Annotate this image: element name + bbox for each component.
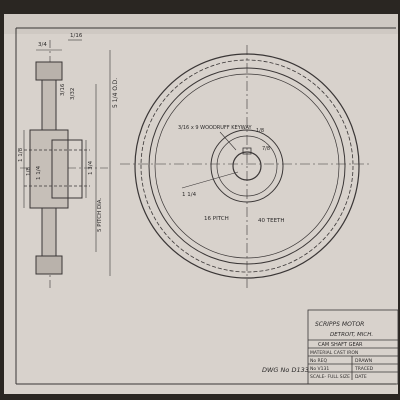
title-block [307, 309, 399, 385]
key-dim-label: 1/8 [256, 128, 264, 134]
keyway-note: 3/16 x 9 WOODRUFF KEYWAY [178, 125, 252, 131]
dim-web-label: 3/16 [60, 83, 66, 96]
root-circle [148, 67, 346, 265]
bore-circle [232, 151, 262, 181]
front-view [120, 45, 370, 288]
web-circle [154, 73, 340, 259]
dim-od-label: 5 1/4 O.D. [112, 78, 119, 108]
teeth-note: 40 TEETH [258, 218, 285, 224]
company-name: SCRIPPS MOTOR [315, 321, 364, 328]
dim-hub-left-label: 1/8 [26, 167, 32, 176]
pitch-note: 16 PITCH [204, 216, 229, 222]
web-bottom [41, 207, 57, 257]
dim-hub2-label: 1 1/4 [36, 165, 42, 180]
company-city: DETROIT, MICH. [330, 332, 373, 338]
date: DATE [355, 374, 367, 380]
traced-by: TRACED [354, 366, 374, 372]
dim-rim-label: 3/32 [70, 88, 76, 100]
section-view [20, 39, 111, 290]
dim-pitch-dia-label: 5 PITCH DIA. [97, 198, 103, 232]
number-required: No REQ [310, 358, 328, 364]
bore-dim-label: 7/8 [262, 146, 270, 152]
drawn-by: DRAWN [355, 358, 372, 364]
paper [4, 14, 398, 394]
radius-dim-label: 1 1/4 [182, 192, 197, 198]
outer-diameter-circle [134, 53, 360, 279]
dim-top-right-label: 1/16 [70, 33, 83, 39]
hub-outer-circle [210, 129, 284, 203]
keyway-leader [219, 131, 237, 151]
dim-top-width-label: 3/4 [38, 42, 47, 48]
material: MATERIAL CAST IRON [310, 350, 358, 356]
keyway [242, 147, 252, 155]
hub [29, 129, 69, 209]
part-number: No V131 [310, 366, 329, 372]
hub-inner-circle [216, 135, 278, 197]
pitch-circle [140, 59, 354, 273]
rim-top [35, 61, 63, 81]
web-top [41, 79, 57, 131]
hub-boss [51, 139, 83, 199]
title-block-frame [307, 309, 399, 385]
dim-hub-dia-label: 1 3/4 [88, 160, 94, 175]
rim-bottom [35, 255, 63, 275]
drawing-number: DWG No D133 [262, 366, 309, 374]
radius-leader [181, 171, 239, 189]
part-name: CAM SHAFT GEAR [318, 342, 363, 348]
paper-top-shade [4, 14, 398, 34]
scale: SCALE- FULL SIZE [310, 374, 350, 380]
dim-left-label: 1 1/8 [18, 147, 24, 162]
